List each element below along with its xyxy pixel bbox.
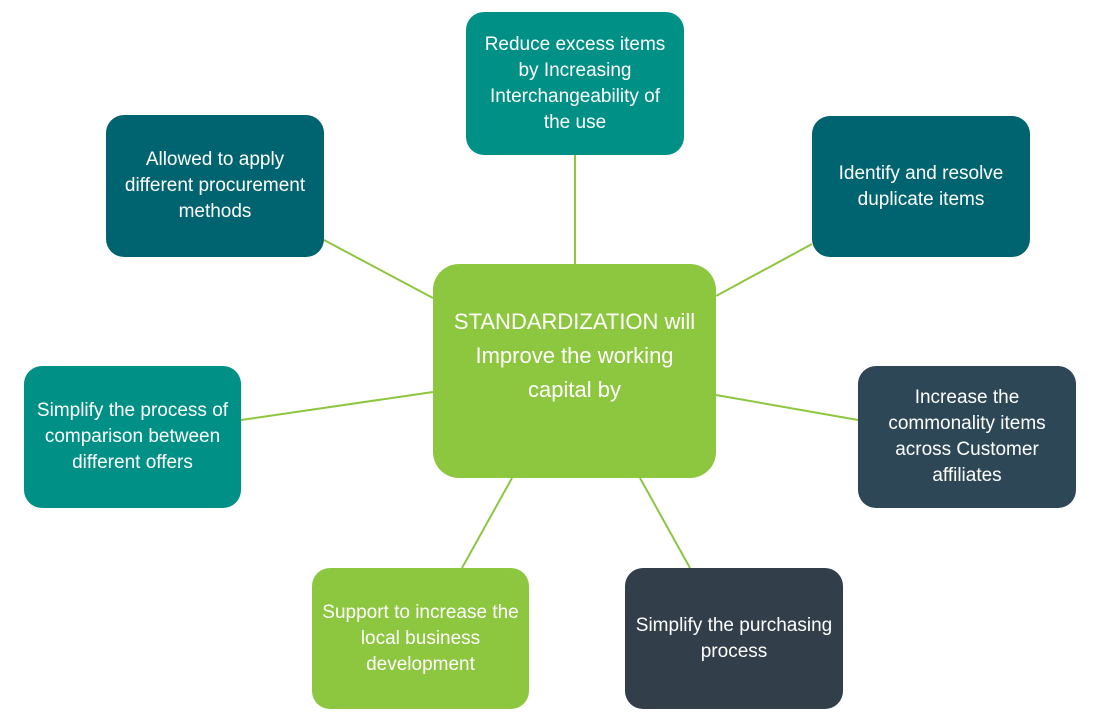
node-label: Reduce excess items by Increasing Interc… xyxy=(484,33,666,133)
connector-topleft xyxy=(323,239,434,299)
node-label: Identify and resolve duplicate items xyxy=(838,162,1004,210)
center-node: STANDARDIZATION will Improve the working… xyxy=(433,264,716,478)
node-simplify-purchasing: Simplify the purchasing process xyxy=(625,568,843,709)
connector-right xyxy=(715,394,859,421)
connector-botright xyxy=(639,477,691,569)
node-reduce-excess-items: Reduce excess items by Increasing Interc… xyxy=(466,12,684,155)
node-label: Increase the commonality items across Cu… xyxy=(888,387,1046,486)
node-label: Allowed to apply different procurement m… xyxy=(124,149,306,222)
connector-bottom xyxy=(461,477,513,569)
node-label: Support to increase the local business d… xyxy=(322,601,519,675)
node-identify-duplicates: Identify and resolve duplicate items xyxy=(812,116,1030,257)
node-increase-commonality: Increase the commonality items across Cu… xyxy=(858,366,1076,508)
node-label: Simplify the purchasing process xyxy=(635,614,833,662)
connector-topright xyxy=(715,243,813,297)
node-simplify-comparison: Simplify the process of comparison betwe… xyxy=(24,366,241,508)
node-procurement-methods: Allowed to apply different procurement m… xyxy=(106,115,324,257)
connector-left xyxy=(240,391,434,421)
center-node-label: STANDARDIZATION will Improve the working… xyxy=(453,309,696,402)
node-label: Simplify the process of comparison betwe… xyxy=(36,400,229,473)
node-support-local-business: Support to increase the local business d… xyxy=(312,568,529,709)
